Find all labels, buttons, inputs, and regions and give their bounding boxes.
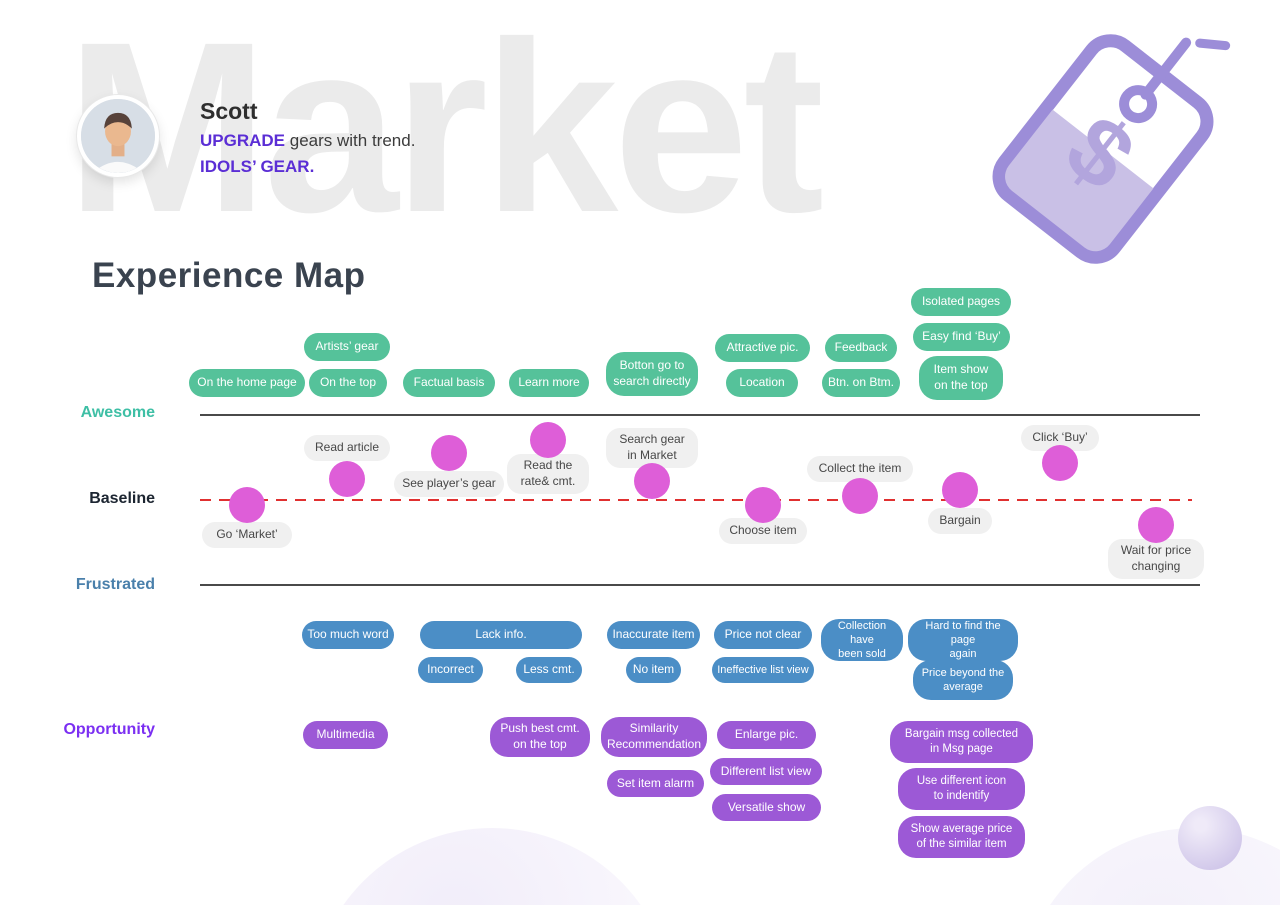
journey-point [745, 487, 781, 523]
lane-label-frustrated: Frustrated [75, 576, 155, 593]
pain-pill: Lack info. [420, 621, 582, 649]
awesome-pill: Learn more [509, 369, 589, 397]
watermark-text: Market [66, 0, 824, 263]
avatar-photo [81, 99, 155, 173]
pain-pill: No item [626, 657, 681, 683]
awesome-pill: Botton go to search directly [606, 352, 698, 396]
opportunity-pill: Similarity Recommendation [601, 717, 707, 757]
journey-step-label: Bargain [928, 508, 992, 534]
baseline-dashed-line [200, 499, 1192, 501]
opportunity-pill: Multimedia [303, 721, 388, 749]
awesome-pill: Item show on the top [919, 356, 1003, 400]
pain-pill: Price not clear [714, 621, 812, 649]
opportunity-pill: Set item alarm [607, 770, 704, 797]
journey-step-label: Collect the item [807, 456, 913, 482]
avatar [77, 95, 159, 177]
awesome-pill: Location [726, 369, 798, 397]
decorative-sphere [1178, 806, 1242, 870]
awesome-pill: On the home page [189, 369, 305, 397]
journey-point [530, 422, 566, 458]
awesome-pill: Isolated pages [911, 288, 1011, 316]
awesome-pill: Easy find ‘Buy’ [913, 323, 1010, 351]
awesome-pill: Feedback [825, 334, 897, 362]
pain-pill: Too much word [302, 621, 394, 649]
journey-point [431, 435, 467, 471]
persona-goal-keyword: UPGRADE [200, 131, 286, 150]
opportunity-pill: Different list view [710, 758, 822, 785]
journey-point [634, 463, 670, 499]
persona-name: Scott [200, 98, 258, 124]
opportunity-pill: Show average price of the similar item [898, 816, 1025, 858]
awesome-pill: On the top [309, 369, 387, 397]
opportunity-pill: Versatile show [712, 794, 821, 821]
opportunity-pill: Push best cmt. on the top [490, 717, 590, 757]
journey-step-label: Read article [304, 435, 390, 461]
frustrated-lane-line [200, 584, 1200, 586]
persona-goal-line2: IDOLS’ GEAR. [200, 157, 315, 176]
pain-pill: Collection have been sold [821, 619, 903, 661]
journey-point [1138, 507, 1174, 543]
journey-point [1042, 445, 1078, 481]
pain-pill: Price beyond the average [913, 660, 1013, 700]
journey-step-label: Wait for price changing [1108, 539, 1204, 579]
journey-point [229, 487, 265, 523]
journey-step-label: Go ‘Market’ [202, 522, 292, 548]
awesome-pill: Factual basis [403, 369, 495, 397]
awesome-pill: Attractive pic. [715, 334, 810, 362]
pain-pill: Inaccurate item [607, 621, 700, 649]
lane-label-baseline: Baseline [89, 490, 155, 507]
journey-point [942, 472, 978, 508]
decorative-blob-left [310, 828, 674, 905]
lane-label-awesome: Awesome [80, 404, 155, 421]
opportunity-pill: Enlarge pic. [717, 721, 816, 749]
journey-point [329, 461, 365, 497]
opportunity-pill: Use different icon to indentify [898, 768, 1025, 810]
persona-goal-rest: gears with trend. [285, 131, 416, 150]
persona-goal: UPGRADE gears with trend. [200, 131, 415, 151]
pain-pill: Incorrect [418, 657, 483, 683]
price-tag-icon: $ [992, 34, 1231, 264]
journey-point [842, 478, 878, 514]
opportunity-pill: Bargain msg collected in Msg page [890, 721, 1033, 763]
page-title: Experience Map [92, 256, 366, 295]
journey-step-label: Search gear in Market [606, 428, 698, 468]
pain-pill: Less cmt. [516, 657, 582, 683]
pain-pill: Hard to find the page again [908, 619, 1018, 661]
awesome-lane-line [200, 414, 1200, 416]
pain-pill: Ineffective list view [712, 657, 814, 683]
lane-label-opportunity: Opportunity [63, 721, 155, 738]
awesome-pill: Btn. on Btm. [822, 369, 900, 397]
awesome-pill: Artists’ gear [304, 333, 390, 361]
journey-step-label: See player’s gear [394, 471, 504, 497]
journey-step-label: Read the rate& cmt. [507, 454, 589, 494]
